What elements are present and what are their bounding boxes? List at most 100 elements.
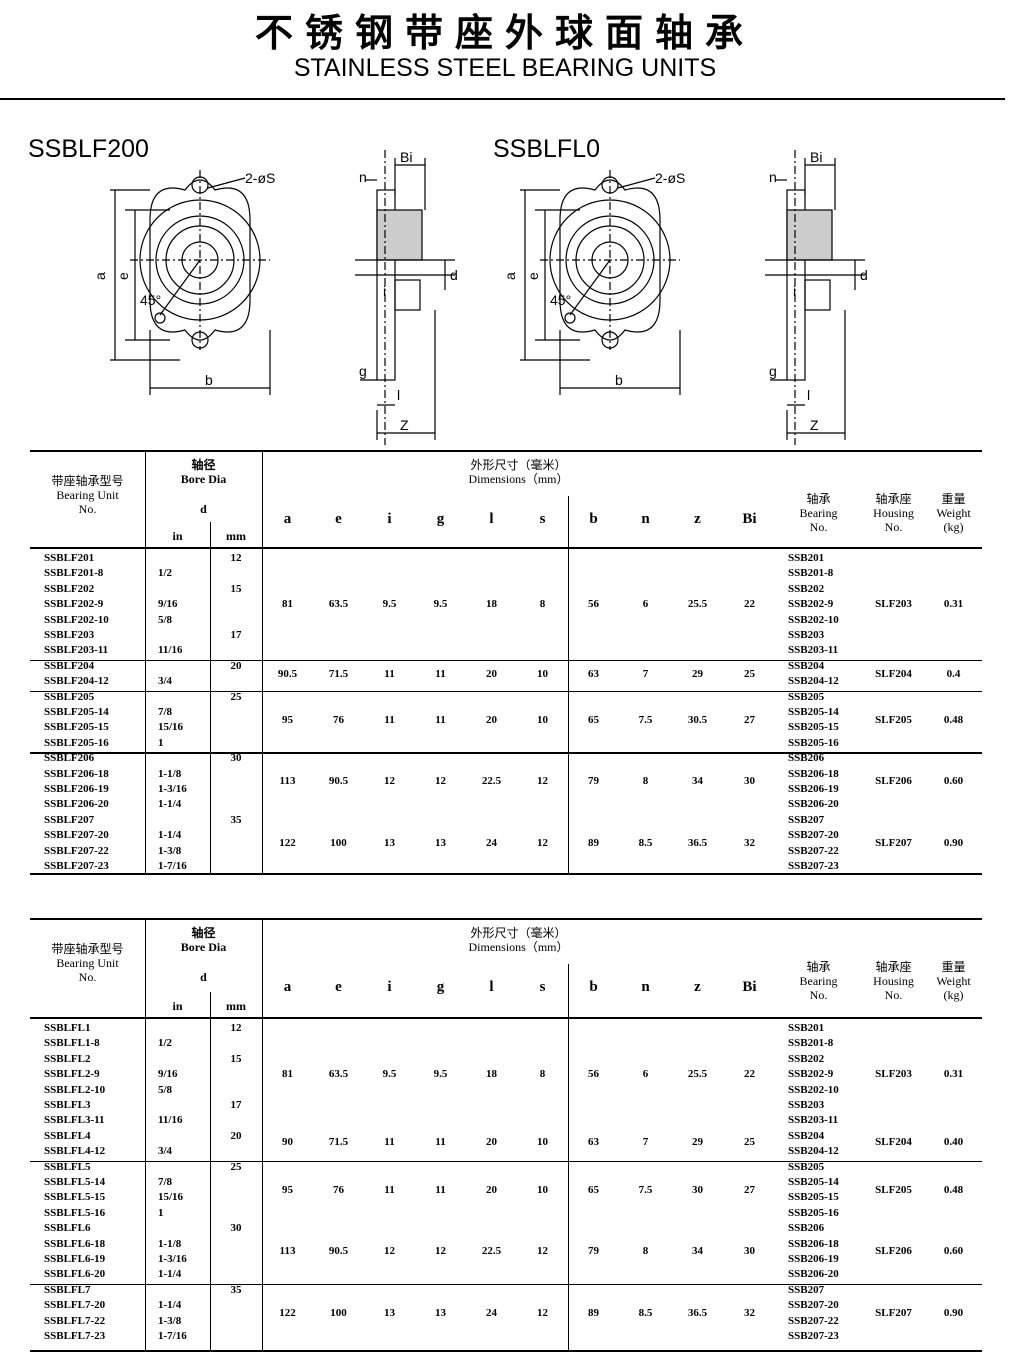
dim-value-s: 10 — [537, 1135, 548, 1148]
unit-number: SSBLFL2 — [44, 1052, 91, 1065]
group-divider — [30, 1160, 982, 1163]
unit-number: SSBLFL3 — [44, 1099, 91, 1111]
bore-mm: 30 — [230, 752, 242, 765]
col-header-weight: Weight — [936, 974, 971, 988]
column-divider — [262, 547, 263, 873]
bore-inch: 1-3/16 — [158, 783, 187, 795]
bearing-number: SSB201 — [788, 1022, 825, 1034]
unit-number: SSBLF206 — [44, 752, 95, 765]
bore-mm: 20 — [230, 659, 242, 672]
col-header-bearing: 轴承 — [806, 960, 831, 974]
dim-value-Bi: 27 — [744, 1183, 755, 1196]
dim-value-i: 9.5 — [382, 1068, 397, 1081]
dim-value-i: 12 — [384, 1245, 395, 1258]
dim-bi-label: Bi — [400, 150, 412, 165]
dim-value-e: 76 — [333, 713, 344, 726]
column-divider — [210, 522, 211, 547]
dim-value-a: 122 — [279, 1306, 296, 1319]
weight-value: 0.48 — [943, 1183, 964, 1196]
col-header-housing: No. — [884, 988, 903, 1002]
bore-inch: 1/2 — [158, 1037, 173, 1050]
dim-value-l: 20 — [486, 713, 497, 726]
unit-number: SSBLF207-23 — [44, 860, 109, 872]
bearing-number: SSB205-15 — [788, 1191, 839, 1204]
dim-value-g: 12 — [435, 775, 446, 788]
bore-inch: 11/16 — [158, 1114, 183, 1127]
housing-number: SLF205 — [875, 713, 912, 726]
model-label-ssblf200: SSBLF200 — [28, 135, 149, 163]
unit-number: SSBLFL4-12 — [44, 1145, 106, 1158]
dim-value-Bi: 22 — [744, 598, 755, 611]
table-header-rule — [30, 1017, 982, 1019]
dim-value-Bi: 27 — [744, 713, 755, 726]
table-header-rule — [30, 547, 982, 549]
bearing-number: SSB203-11 — [788, 1114, 839, 1127]
bore-mm-header: mm — [226, 529, 246, 543]
dim-value-Bi: 30 — [744, 775, 755, 788]
title-english: STAINLESS STEEL BEARING UNITS — [293, 54, 717, 82]
dim-value-a: 113 — [279, 775, 296, 788]
column-divider — [145, 1017, 146, 1350]
column-divider — [145, 547, 146, 873]
bore-mm: 15 — [230, 1052, 242, 1065]
angle-label: 45° — [140, 292, 161, 308]
weight-value: 0.4 — [946, 667, 961, 680]
unit-number: SSBLFL7-23 — [44, 1330, 106, 1342]
weight-value: 0.90 — [943, 836, 964, 849]
dim-d-label: d — [450, 267, 458, 283]
bore-mm: 25 — [230, 690, 242, 703]
bearing-number: SSB205-14 — [788, 706, 839, 718]
housing-number: SLF205 — [875, 1183, 912, 1196]
dim-value-e: 71.5 — [328, 667, 349, 680]
dim-value-g: 13 — [435, 836, 446, 849]
unit-number: SSBLFL6-19 — [44, 1253, 106, 1265]
unit-number: SSBLFL6-20 — [44, 1268, 106, 1281]
dim-value-e: 63.5 — [328, 1068, 349, 1081]
bearing-number: SSB202 — [788, 582, 825, 595]
dim-col-z: z — [694, 979, 701, 995]
dim-value-a: 81 — [282, 598, 293, 611]
dim-value-g: 11 — [435, 667, 446, 680]
bore-inch: 15/16 — [158, 721, 184, 734]
col-header-bearing: No. — [809, 520, 828, 534]
col-header-housing: 轴承座 — [875, 492, 912, 506]
weight-value: 0.48 — [943, 713, 964, 726]
dim-value-b: 89 — [588, 1306, 599, 1319]
dim-l-label: l — [807, 387, 810, 403]
dim-value-s: 10 — [537, 667, 548, 680]
dim-value-e: 90.5 — [328, 1245, 349, 1258]
dim-value-g: 11 — [435, 1135, 446, 1148]
housing-number: SLF203 — [875, 598, 912, 611]
col-header-bearing: Bearing — [799, 506, 838, 520]
bore-inch: 1 — [158, 1206, 164, 1219]
weight-value: 0.60 — [943, 1245, 964, 1258]
dim-value-b: 79 — [588, 775, 599, 788]
column-divider — [145, 918, 146, 1017]
bore-inch: 11/16 — [158, 644, 183, 657]
dim-value-e: 100 — [330, 1306, 347, 1319]
unit-header: 带座轴承型号 — [51, 942, 124, 956]
col-header-weight: Weight — [936, 506, 971, 520]
dim-col-g: g — [436, 979, 445, 995]
bore-inch: 7/8 — [158, 1176, 173, 1188]
column-divider — [262, 1017, 263, 1350]
dim-value-s: 12 — [537, 775, 548, 788]
dim-value-s: 10 — [537, 713, 548, 726]
bore-inch: 1/2 — [158, 567, 173, 580]
dim-bi-label: Bi — [810, 150, 822, 165]
housing-number: SLF207 — [875, 1306, 912, 1319]
unit-header: No. — [78, 970, 97, 984]
unit-number: SSBLFL4 — [44, 1129, 91, 1142]
dim-value-s: 10 — [537, 1183, 548, 1196]
dim-col-a: a — [283, 511, 292, 527]
unit-number: SSBLF207 — [44, 813, 95, 826]
dim-i-label: i — [793, 283, 796, 299]
dim-value-z: 34 — [692, 1245, 703, 1258]
unit-header: 带座轴承型号 — [51, 474, 124, 488]
dim-value-z: 34 — [692, 775, 703, 788]
dim-col-b: b — [589, 979, 598, 995]
dim-value-a: 90 — [282, 1135, 293, 1148]
housing-number: SLF203 — [875, 1068, 912, 1081]
bearing-number: SSB202-10 — [788, 613, 839, 626]
unit-number: SSBLFL2-9 — [44, 1068, 100, 1081]
